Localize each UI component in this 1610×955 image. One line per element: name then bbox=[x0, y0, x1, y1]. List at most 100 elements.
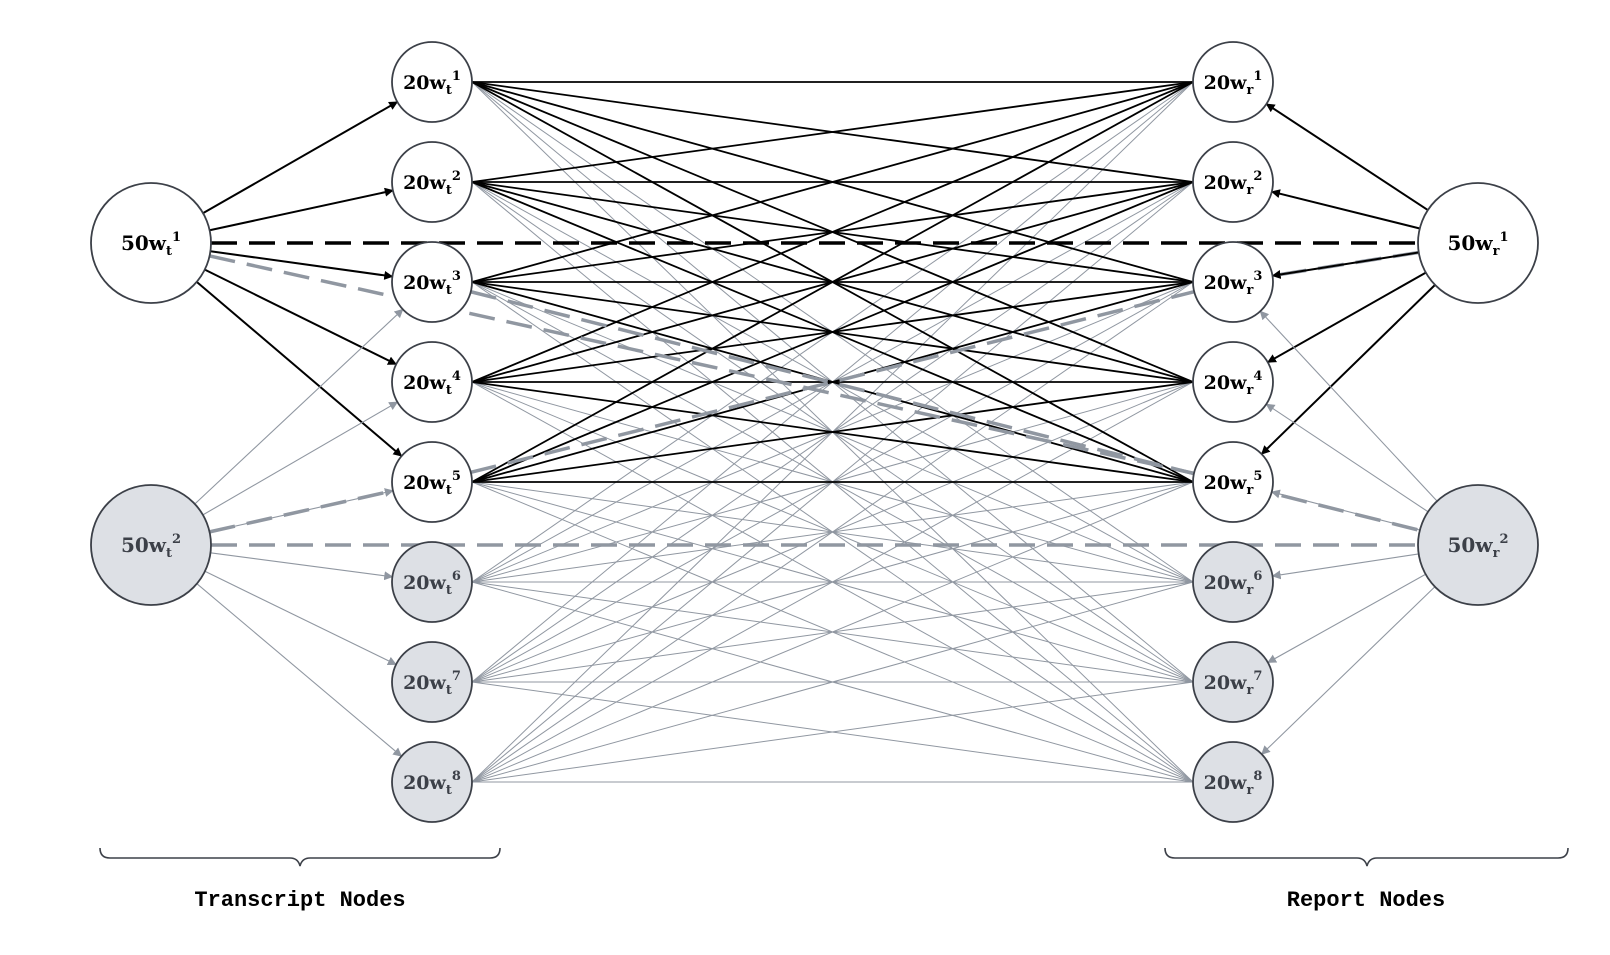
arrow-edge-r50_2-r20_4 bbox=[1265, 403, 1429, 513]
node-label-sup: 1 bbox=[452, 69, 461, 84]
node-label-sup: 2 bbox=[1499, 532, 1508, 547]
node-label-sup: 1 bbox=[1253, 69, 1262, 84]
node-label: 20wt2 bbox=[403, 169, 461, 198]
node-label-sup: 8 bbox=[1253, 769, 1262, 784]
node-label-sup: 8 bbox=[452, 769, 461, 784]
node-label-coef: 20 bbox=[403, 372, 429, 394]
node-label-base: w bbox=[148, 533, 167, 557]
node-label-coef: 20 bbox=[403, 672, 429, 694]
node-label: 20wt6 bbox=[403, 569, 461, 598]
mesh-edge-t20_5-r20_1 bbox=[471, 81, 1194, 483]
node-label-sub: r bbox=[1246, 683, 1253, 698]
node-label-sub: t bbox=[446, 683, 452, 698]
node-label-sup: 1 bbox=[172, 230, 181, 245]
node-t20_5: 20wt5 bbox=[391, 441, 473, 523]
node-label-coef: 50 bbox=[1448, 231, 1476, 255]
node-r20_1: 20wr1 bbox=[1192, 41, 1274, 123]
node-label-base: w bbox=[1229, 472, 1247, 494]
node-circle bbox=[391, 541, 473, 623]
node-label: 20wt4 bbox=[403, 369, 461, 398]
arrow-edges bbox=[194, 101, 1438, 757]
node-label: 20wr5 bbox=[1204, 469, 1263, 498]
node-label-base: w bbox=[429, 72, 447, 94]
node-label: 20wt3 bbox=[403, 269, 461, 298]
node-label-sup: 7 bbox=[1253, 669, 1262, 684]
node-label-sup: 2 bbox=[172, 532, 181, 547]
node-circle bbox=[1192, 441, 1274, 523]
node-label-base: w bbox=[429, 572, 447, 594]
node-r20_3: 20wr3 bbox=[1192, 241, 1274, 323]
arrow-edge-r50_2-r20_8 bbox=[1261, 586, 1436, 755]
node-label-sub: t bbox=[446, 283, 452, 298]
node-label-base: w bbox=[1229, 272, 1247, 294]
node-label-sub: t bbox=[446, 783, 452, 798]
node-label: 50wt1 bbox=[121, 230, 181, 259]
report-bracket bbox=[1164, 847, 1569, 867]
node-r20_5: 20wr5 bbox=[1192, 441, 1274, 523]
node-circle bbox=[391, 341, 473, 423]
node-label-base: w bbox=[1229, 172, 1247, 194]
node-label: 50wr2 bbox=[1448, 532, 1509, 561]
node-label-sub: t bbox=[166, 546, 172, 561]
node-label-sup: 3 bbox=[452, 269, 461, 284]
arrow-edge-r50_2-r20_7 bbox=[1267, 573, 1426, 663]
node-circle bbox=[1417, 182, 1539, 304]
node-r50_1: 50wr1 bbox=[1417, 182, 1539, 304]
node-label: 20wr3 bbox=[1204, 269, 1263, 298]
dashed-edge-t20_5-r20_3 bbox=[470, 289, 1195, 475]
node-label-coef: 20 bbox=[403, 572, 429, 594]
node-label-sub: t bbox=[166, 244, 172, 259]
node-label-sup: 7 bbox=[452, 669, 461, 684]
node-r20_7: 20wr7 bbox=[1192, 641, 1274, 723]
arrow-edge-t50_2-t20_7 bbox=[204, 570, 397, 665]
node-r20_2: 20wr2 bbox=[1192, 141, 1274, 223]
node-circle bbox=[391, 41, 473, 123]
node-label-sub: t bbox=[446, 83, 452, 98]
node-circle bbox=[1192, 741, 1274, 823]
transcript-bracket bbox=[99, 847, 501, 867]
node-label-sub: r bbox=[1246, 83, 1253, 98]
arrow-edge-t50_1-t20_3 bbox=[210, 250, 394, 280]
node-circle bbox=[1192, 41, 1274, 123]
node-circle bbox=[1192, 541, 1274, 623]
node-label-coef: 20 bbox=[1204, 672, 1230, 694]
node-label: 20wt8 bbox=[403, 769, 461, 798]
node-label-sup: 3 bbox=[1253, 269, 1262, 284]
node-label-coef: 20 bbox=[1204, 272, 1230, 294]
node-circle bbox=[90, 484, 212, 606]
node-label-sub: r bbox=[1246, 283, 1253, 298]
nodes: 20wt120wt220wt320wt420wt520wt620wt720wt8… bbox=[90, 41, 1539, 823]
arrow-edge-r50_1-r20_2 bbox=[1270, 189, 1421, 230]
arrow-edge-r50_1-r20_5 bbox=[1260, 284, 1436, 455]
arrow-edge-t50_2-t20_3 bbox=[194, 308, 404, 505]
node-label-sup: 5 bbox=[1253, 469, 1262, 484]
node-circle bbox=[1192, 141, 1274, 223]
node-t20_7: 20wt7 bbox=[391, 641, 473, 723]
node-label: 50wt2 bbox=[121, 532, 181, 561]
node-label-coef: 20 bbox=[1204, 372, 1230, 394]
node-label-coef: 50 bbox=[1448, 533, 1476, 557]
arrow-edge-t50_2-t20_8 bbox=[196, 583, 403, 757]
node-circle bbox=[391, 441, 473, 523]
node-label-sup: 5 bbox=[452, 469, 461, 484]
node-label-sup: 2 bbox=[1253, 169, 1262, 184]
node-label-base: w bbox=[429, 672, 447, 694]
node-label-sub: r bbox=[1246, 583, 1253, 598]
node-label-sub: t bbox=[446, 483, 452, 498]
node-label-sub: r bbox=[1246, 383, 1253, 398]
node-circle bbox=[391, 641, 473, 723]
node-label-coef: 20 bbox=[403, 272, 429, 294]
node-label: 20wr6 bbox=[1204, 569, 1263, 598]
node-t50_2: 50wt2 bbox=[90, 484, 212, 606]
mesh-edge-t20_2-r20_1 bbox=[471, 81, 1194, 183]
node-label: 20wr2 bbox=[1204, 169, 1263, 198]
node-label: 20wt5 bbox=[403, 469, 461, 498]
node-label-base: w bbox=[1229, 772, 1247, 794]
arrow-edge-t50_1-t20_2 bbox=[209, 187, 394, 232]
node-label-coef: 20 bbox=[403, 72, 429, 94]
node-label: 20wr4 bbox=[1204, 369, 1263, 398]
black-mesh-edges bbox=[471, 81, 1194, 483]
mesh-edge-t20_5-r20_4 bbox=[471, 381, 1194, 483]
mesh-edge-t20_3-r20_1 bbox=[471, 81, 1194, 283]
